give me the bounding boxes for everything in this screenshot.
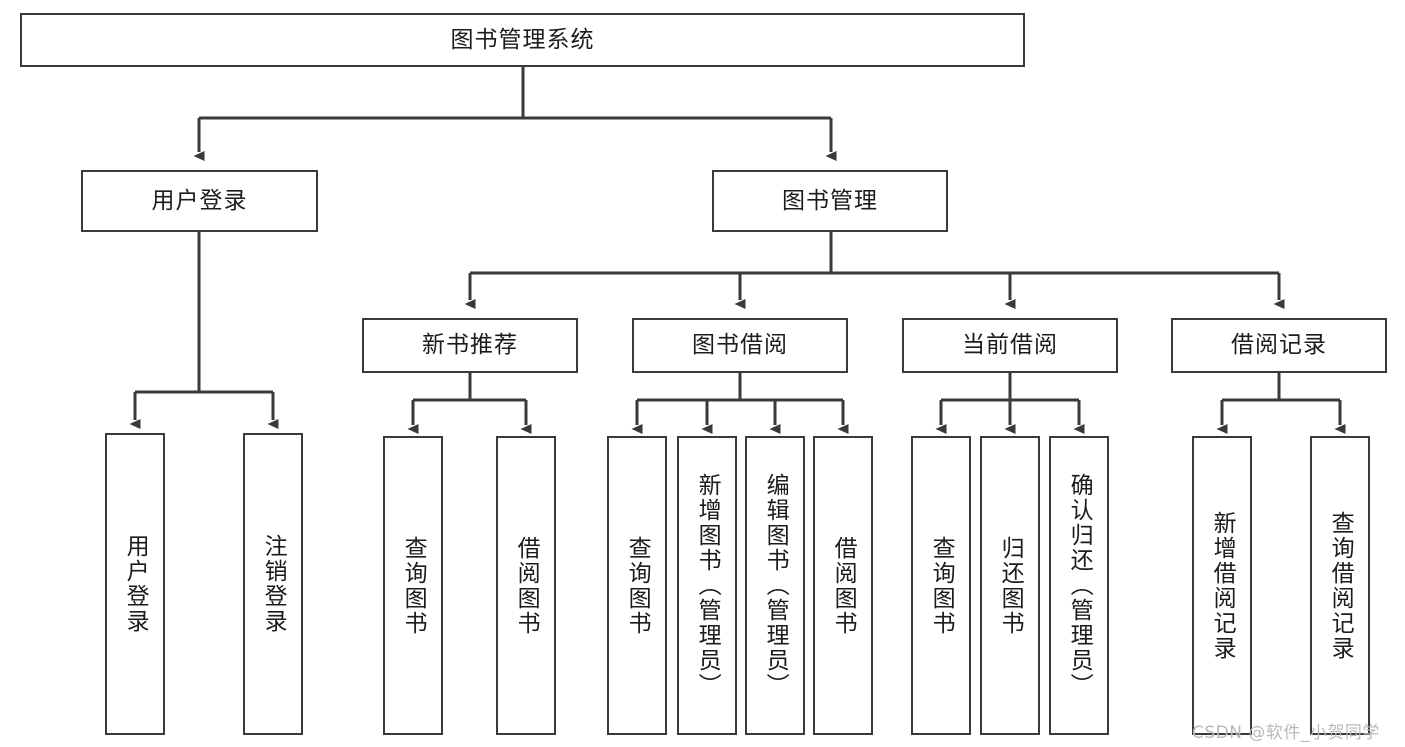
node-user-login-label: 用户登录 xyxy=(151,187,248,214)
node-new-book-label: 新书推荐 xyxy=(422,332,518,358)
node-borrow-record-label: 借阅记录 xyxy=(1231,332,1327,358)
leaf-current-borrow-1-label: 归还图书 xyxy=(997,535,1024,636)
leaf-current-borrow-2-label: 确认归还（管理员） xyxy=(1066,473,1093,698)
node-new-book[interactable]: 新书推荐 xyxy=(362,318,578,373)
node-root-label: 图书管理系统 xyxy=(450,26,595,53)
leaf-user-login-1-label: 注销登录 xyxy=(260,534,287,634)
leaf-current-borrow-1[interactable]: 归还图书 xyxy=(980,436,1040,735)
leaf-book-borrow-1[interactable]: 新增图书（管理员） xyxy=(677,436,737,735)
leaf-book-borrow-0-label: 查询图书 xyxy=(624,535,651,636)
node-root[interactable]: 图书管理系统 xyxy=(20,13,1025,67)
leaf-book-borrow-2[interactable]: 编辑图书（管理员） xyxy=(745,436,805,735)
node-current-borrow[interactable]: 当前借阅 xyxy=(902,318,1118,373)
leaf-new-book-1[interactable]: 借阅图书 xyxy=(496,436,556,735)
leaf-current-borrow-0[interactable]: 查询图书 xyxy=(911,436,971,735)
leaf-current-borrow-0-label: 查询图书 xyxy=(928,535,955,636)
leaf-user-login-1[interactable]: 注销登录 xyxy=(243,433,303,735)
leaf-book-borrow-1-label: 新增图书（管理员） xyxy=(694,473,721,698)
leaf-borrow-record-0-label: 新增借阅记录 xyxy=(1209,510,1236,661)
leaf-borrow-record-1[interactable]: 查询借阅记录 xyxy=(1310,436,1370,735)
leaf-book-borrow-3-label: 借阅图书 xyxy=(830,535,857,636)
leaf-borrow-record-0[interactable]: 新增借阅记录 xyxy=(1192,436,1252,735)
leaf-book-borrow-0[interactable]: 查询图书 xyxy=(607,436,667,735)
leaf-new-book-0-label: 查询图书 xyxy=(400,535,427,636)
leaf-new-book-0[interactable]: 查询图书 xyxy=(383,436,443,735)
node-book-manage[interactable]: 图书管理 xyxy=(712,170,948,232)
leaf-user-login-0[interactable]: 用户登录 xyxy=(105,433,165,735)
node-user-login[interactable]: 用户登录 xyxy=(81,170,318,232)
leaf-user-login-0-label: 用户登录 xyxy=(122,534,149,634)
leaf-book-borrow-3[interactable]: 借阅图书 xyxy=(813,436,873,735)
leaf-current-borrow-2[interactable]: 确认归还（管理员） xyxy=(1049,436,1109,735)
node-book-manage-label: 图书管理 xyxy=(782,187,878,214)
leaf-new-book-1-label: 借阅图书 xyxy=(513,535,540,636)
leaf-borrow-record-1-label: 查询借阅记录 xyxy=(1327,510,1354,661)
node-book-borrow[interactable]: 图书借阅 xyxy=(632,318,848,373)
node-borrow-record[interactable]: 借阅记录 xyxy=(1171,318,1387,373)
node-book-borrow-label: 图书借阅 xyxy=(692,332,788,358)
node-current-borrow-label: 当前借阅 xyxy=(962,332,1058,358)
leaf-book-borrow-2-label: 编辑图书（管理员） xyxy=(762,473,789,698)
